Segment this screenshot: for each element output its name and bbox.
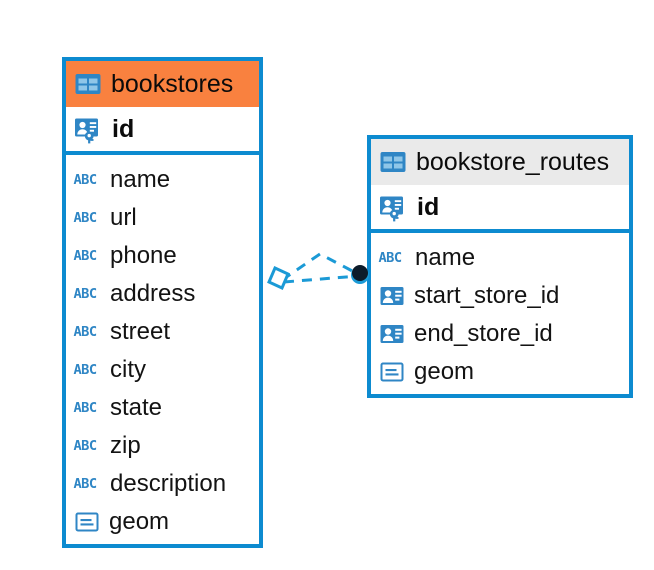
foreign-key-icon — [379, 283, 405, 309]
field-row[interactable]: end_store_id — [379, 315, 621, 353]
text-field-icon: ABC — [378, 250, 402, 266]
field-label: geom — [414, 358, 475, 385]
field-label: start_store_id — [414, 282, 560, 309]
field-list-bookstores: ABC name ABC url ABC phone ABC address A… — [66, 155, 259, 545]
relationship-connector[interactable] — [258, 240, 374, 312]
field-label: description — [110, 470, 227, 497]
field-label: name — [110, 166, 171, 193]
primary-key-row-bookstores[interactable]: id — [66, 107, 259, 155]
primary-key-label: id — [112, 114, 135, 143]
field-label: name — [415, 244, 476, 271]
text-field-icon: ABC — [73, 476, 97, 492]
field-row[interactable]: ABC phone — [73, 237, 251, 275]
primary-key-row-bookstore-routes[interactable]: id — [371, 185, 629, 233]
field-row[interactable]: geom — [379, 353, 621, 391]
field-row[interactable]: ABC description — [73, 465, 251, 503]
er-table-bookstore-routes[interactable]: bookstore_routes — [367, 135, 633, 398]
table-title-label: bookstore_routes — [416, 147, 610, 176]
table-title-label: bookstores — [111, 69, 234, 98]
text-field-icon: ABC — [73, 248, 97, 264]
field-row[interactable]: ABC url — [73, 199, 251, 237]
geometry-field-icon — [74, 509, 100, 535]
field-label: end_store_id — [414, 320, 553, 347]
field-row[interactable]: ABC state — [73, 389, 251, 427]
field-label: state — [110, 394, 163, 421]
text-field-icon: ABC — [73, 362, 97, 378]
relationship-line-upper — [281, 252, 359, 282]
table-header-bookstore-routes[interactable]: bookstore_routes — [371, 139, 629, 185]
geometry-field-icon — [379, 359, 405, 385]
table-icon — [74, 70, 102, 98]
foreign-key-icon — [379, 321, 405, 347]
field-row[interactable]: geom — [74, 503, 251, 541]
relationship-line-lower — [283, 274, 359, 284]
text-field-icon: ABC — [73, 400, 97, 416]
field-label: street — [110, 318, 171, 345]
table-icon — [379, 148, 407, 176]
field-row[interactable]: ABC name — [73, 161, 251, 199]
field-row[interactable]: ABC zip — [73, 427, 251, 465]
text-field-icon: ABC — [73, 286, 97, 302]
table-header-bookstores[interactable]: bookstores — [66, 61, 259, 107]
primary-key-icon — [379, 193, 408, 222]
text-field-icon: ABC — [73, 324, 97, 340]
field-row[interactable]: ABC address — [73, 275, 251, 313]
field-label: url — [110, 204, 137, 231]
field-list-bookstore-routes: ABC name start_store_id — [371, 233, 629, 395]
text-field-icon: ABC — [73, 210, 97, 226]
primary-key-icon — [74, 115, 103, 144]
field-row[interactable]: start_store_id — [379, 277, 621, 315]
filled-circle-marker — [351, 265, 369, 284]
diamond-outline-marker — [267, 265, 290, 291]
primary-key-label: id — [417, 192, 440, 221]
field-label: geom — [109, 508, 170, 535]
field-label: address — [110, 280, 196, 307]
field-label: zip — [110, 432, 141, 459]
field-label: phone — [110, 242, 177, 269]
field-row[interactable]: ABC name — [378, 239, 621, 277]
er-table-bookstores[interactable]: bookstores id — [62, 57, 263, 548]
text-field-icon: ABC — [73, 172, 97, 188]
text-field-icon: ABC — [73, 438, 97, 454]
field-row[interactable]: ABC city — [73, 351, 251, 389]
field-row[interactable]: ABC street — [73, 313, 251, 351]
field-label: city — [110, 356, 146, 383]
